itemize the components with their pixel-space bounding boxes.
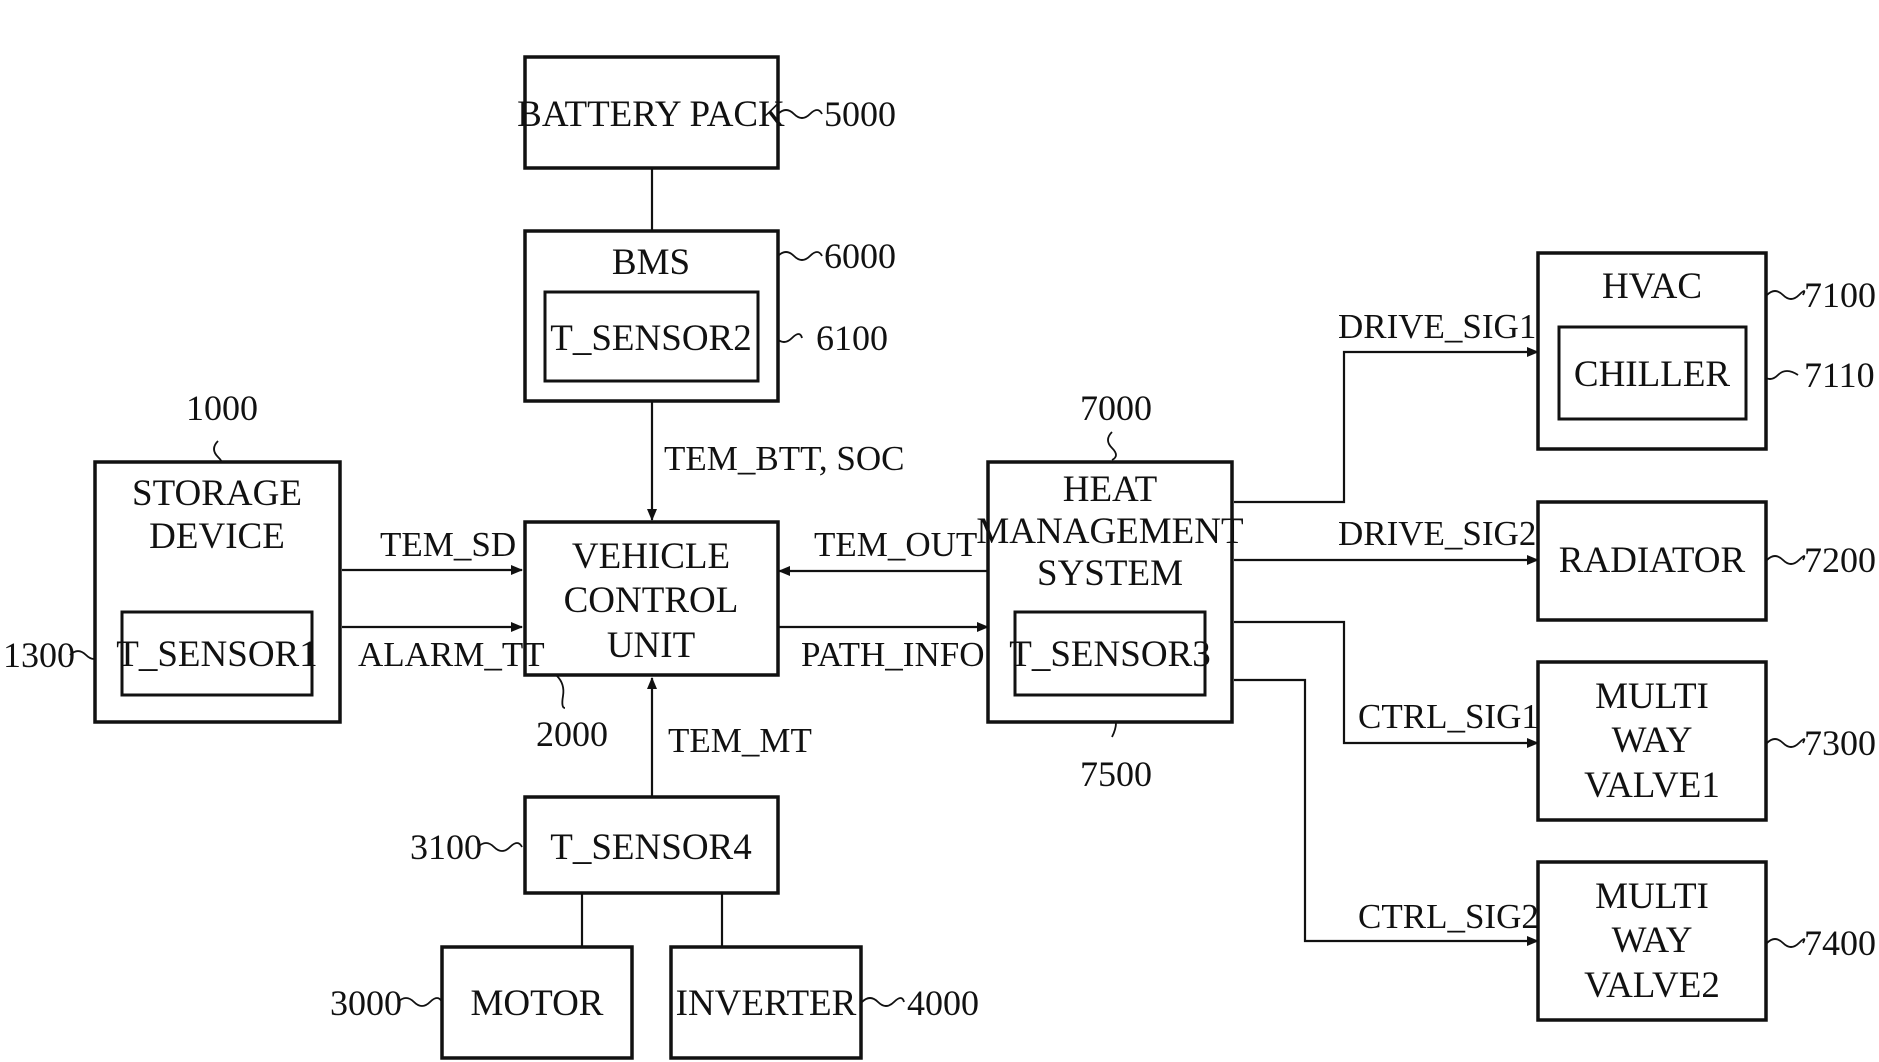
hms-label-3: SYSTEM (1037, 553, 1183, 594)
ref-6100: 6100 (816, 318, 888, 358)
tem-btt-soc-label: TEM_BTT, SOC (664, 439, 904, 478)
chiller-block: CHILLER (1559, 327, 1746, 419)
vcu-label-2: CONTROL (564, 580, 739, 621)
leader-2000 (557, 676, 565, 708)
battery-pack-label: BATTERY PACK (517, 94, 785, 135)
t-sensor1-label: T_SENSOR1 (116, 634, 317, 675)
valve2-label-3: VALVE2 (1584, 965, 1720, 1006)
tem-sd-label: TEM_SD (380, 525, 516, 564)
inverter-block: INVERTER (671, 947, 861, 1058)
t-sensor2-label: T_SENSOR2 (550, 318, 751, 359)
leader-7000 (1108, 432, 1116, 460)
t-sensor3-label: T_SENSOR3 (1009, 634, 1210, 675)
drive-sig2-label: DRIVE_SIG2 (1338, 514, 1536, 553)
ref-2000: 2000 (536, 714, 608, 754)
ref-4000: 4000 (907, 983, 979, 1023)
t-sensor2-block: T_SENSOR2 (545, 292, 758, 381)
ref-7200: 7200 (1804, 540, 1876, 580)
battery-pack-block: BATTERY PACK (517, 57, 785, 168)
leader-3000 (398, 998, 442, 1006)
valve2-label-2: WAY (1612, 920, 1693, 961)
ref-1300: 1300 (3, 635, 75, 675)
vcu-label-3: UNIT (607, 625, 695, 666)
ctrl-sig2-label: CTRL_SIG2 (1358, 897, 1539, 936)
ref-3100: 3100 (410, 827, 482, 867)
t-sensor4-label: T_SENSOR4 (550, 827, 751, 868)
motor-label: MOTOR (471, 983, 604, 1024)
motor-block: MOTOR (442, 947, 632, 1058)
t-sensor1-block: T_SENSOR1 (116, 612, 317, 695)
chiller-label: CHILLER (1574, 354, 1731, 395)
path-info-label: PATH_INFO (801, 635, 984, 674)
valve2-label-1: MULTI (1595, 876, 1709, 917)
vcu-label-1: VEHICLE (572, 536, 730, 577)
bms-label: BMS (612, 242, 690, 283)
valve1-label-2: WAY (1612, 720, 1693, 761)
valve1-label-1: MULTI (1595, 676, 1709, 717)
ref-7400: 7400 (1804, 923, 1876, 963)
inverter-label: INVERTER (676, 983, 857, 1024)
leader-7400 (1767, 939, 1804, 947)
hvac-label: HVAC (1602, 266, 1702, 307)
ref-7110: 7110 (1804, 355, 1875, 395)
bms-block: BMS T_SENSOR2 (525, 231, 778, 401)
storage-device-label-1: STORAGE (132, 473, 302, 514)
storage-device-block: STORAGE DEVICE T_SENSOR1 (95, 462, 340, 722)
hvac-block: HVAC CHILLER (1538, 253, 1766, 449)
t-sensor4-block: T_SENSOR4 (525, 797, 778, 893)
drive-sig1-label: DRIVE_SIG1 (1338, 307, 1536, 346)
valve1-label-3: VALVE1 (1584, 765, 1720, 806)
radiator-block: RADIATOR (1538, 502, 1766, 620)
tem-out-label: TEM_OUT (814, 525, 977, 564)
multi-way-valve1-block: MULTI WAY VALVE1 (1538, 662, 1766, 820)
drive-sig1-arrow (1234, 352, 1538, 502)
hms-label-2: MANAGEMENT (976, 511, 1243, 552)
ref-7000: 7000 (1080, 388, 1152, 428)
ref-3000: 3000 (330, 983, 402, 1023)
ref-7300: 7300 (1804, 723, 1876, 763)
ref-7500: 7500 (1080, 754, 1152, 794)
leader-7100 (1767, 291, 1804, 299)
radiator-label: RADIATOR (1559, 540, 1746, 581)
leader-3100 (478, 843, 522, 851)
ref-5000: 5000 (824, 94, 896, 134)
ref-6000: 6000 (824, 236, 896, 276)
leader-4000 (862, 998, 904, 1006)
vehicle-control-unit-block: VEHICLE CONTROL UNIT (525, 522, 778, 675)
hms-label-1: HEAT (1063, 469, 1158, 510)
leader-6000 (778, 252, 822, 260)
alarm-tt-label: ALARM_TT (358, 635, 545, 674)
ref-7100: 7100 (1804, 275, 1876, 315)
heat-management-system-block: HEAT MANAGEMENT SYSTEM T_SENSOR3 (976, 462, 1243, 722)
tem-mt-label: TEM_MT (668, 721, 812, 760)
leader-7200 (1767, 556, 1804, 564)
multi-way-valve2-block: MULTI WAY VALVE2 (1538, 862, 1766, 1020)
storage-device-label-2: DEVICE (149, 516, 285, 557)
ref-1000: 1000 (186, 388, 258, 428)
t-sensor3-block: T_SENSOR3 (1009, 612, 1210, 695)
leader-7300 (1767, 739, 1804, 747)
ctrl-sig1-label: CTRL_SIG1 (1358, 697, 1539, 736)
